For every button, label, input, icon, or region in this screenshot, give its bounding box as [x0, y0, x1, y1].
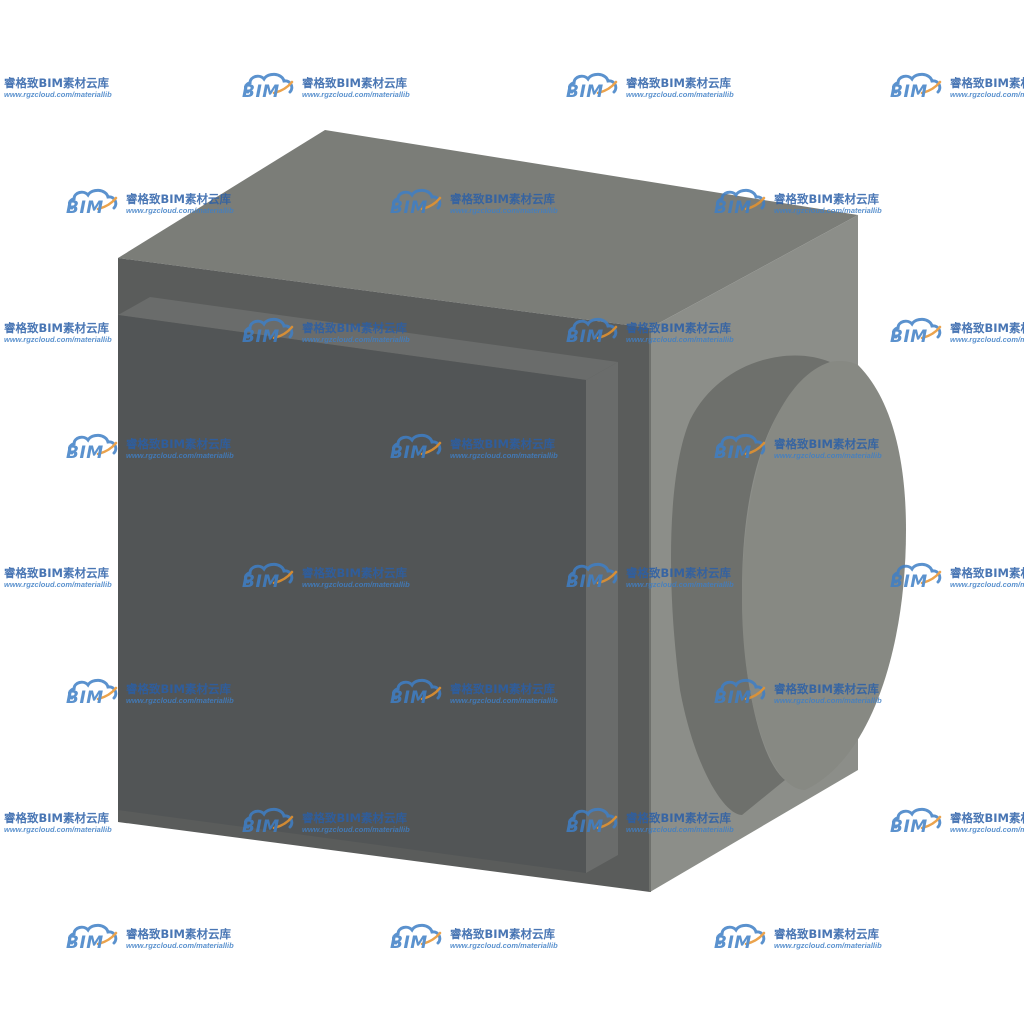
panel-side-bevel: [586, 362, 618, 873]
panel-top-bevel: [118, 297, 618, 380]
front-panel-face: [118, 315, 586, 873]
box-top-face: [118, 130, 858, 328]
duct-collar-side: [670, 355, 830, 815]
duct-collar-face: [742, 361, 906, 790]
